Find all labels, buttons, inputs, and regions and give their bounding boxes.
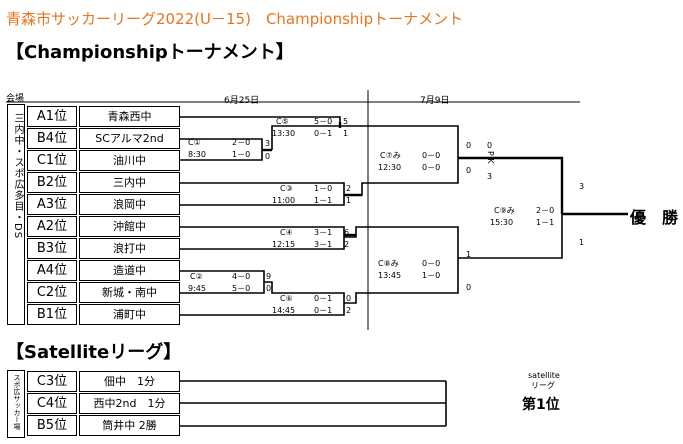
team-rank: A4位: [27, 260, 77, 281]
match-name: C⑦み: [380, 151, 401, 160]
match-score: 0－0: [422, 163, 441, 172]
match-score: 0－1: [314, 294, 333, 303]
team-name: 浦町中: [79, 304, 180, 325]
match-result: 3: [265, 139, 271, 148]
match-score: 1－0: [422, 271, 441, 280]
match-result: 2: [346, 184, 352, 193]
match-time: 14:45: [272, 306, 296, 315]
team-rank: A2位: [27, 216, 77, 237]
team-rank: B3位: [27, 238, 77, 259]
match-result: 0: [466, 166, 472, 175]
match-score: 0－1: [314, 306, 333, 315]
match-time: 9:45: [188, 284, 206, 293]
match-time: 13:30: [272, 129, 296, 138]
match-result: 2: [344, 240, 350, 249]
match-score: 3－1: [314, 228, 333, 237]
match-name: C⑧み: [378, 259, 399, 268]
satellite-venue-box: スポ広サッカー場: [7, 370, 25, 438]
satellite-team: 西中2nd 1分: [79, 393, 180, 414]
team-rank: B4位: [27, 128, 77, 149]
team-rank: A1位: [27, 106, 77, 127]
match-result: 9: [266, 272, 272, 281]
match-score: 1－0: [314, 184, 333, 193]
venue-label: 会場: [6, 94, 25, 104]
match-result: 5: [343, 117, 349, 126]
satellite-label: リーグ: [531, 381, 555, 390]
match-time: 11:00: [272, 196, 296, 205]
satellite-rank: B5位: [27, 415, 77, 436]
team-name: 沖館中: [79, 216, 180, 237]
match-result: 0: [346, 294, 352, 303]
match-result: 2: [346, 306, 352, 315]
team-name: 油川中: [79, 150, 180, 171]
match-time: 12:30: [378, 163, 402, 172]
winner-label: 優 勝: [630, 208, 679, 227]
match-name: C②: [190, 272, 203, 281]
satellite-venue-name: スポ広サッカー場: [13, 374, 21, 430]
team-rank: C1位: [27, 150, 77, 171]
match-result: 1: [343, 129, 349, 138]
match-score: 5－0: [314, 117, 333, 126]
match-time: 13:45: [378, 271, 402, 280]
team-rank: C2位: [27, 282, 77, 303]
satellite-team: 筒井中 2勝: [79, 415, 180, 436]
team-name: SCアルマ2nd: [79, 128, 180, 149]
match-score: 0－0: [422, 151, 441, 160]
match-result: 0: [265, 152, 271, 161]
match-score: 1－0: [232, 150, 251, 159]
team-name: 造道中: [79, 260, 180, 281]
satellite-rank: C4位: [27, 393, 77, 414]
pk-label: P K: [486, 151, 495, 164]
satellite-label: satellite: [528, 371, 560, 380]
match-time: 8:30: [188, 150, 206, 159]
match-time: 15:30: [490, 218, 514, 227]
satellite-team: 佃中 1分: [79, 371, 180, 392]
match-name: C③: [280, 184, 293, 193]
satellite-heading: 【Satelliteリーグ】: [6, 342, 182, 363]
date-label-1: 6月25日: [224, 96, 260, 106]
date-label-2: 7月9日: [420, 96, 450, 106]
team-name: 三内中: [79, 172, 180, 193]
match-name: C⑨み: [494, 206, 515, 215]
match-result: 0: [466, 283, 472, 292]
match-result: 0: [266, 284, 272, 293]
match-result: 3: [579, 182, 585, 191]
match-result: 1: [346, 196, 352, 205]
team-name: 新城・南中: [79, 282, 180, 303]
match-name: C⑥: [280, 294, 293, 303]
match-score: 0－1: [314, 129, 333, 138]
page-title: 青森市サッカーリーグ2022(U－15) Championshipトーナメント: [6, 10, 464, 28]
match-name: C①: [188, 138, 201, 147]
satellite-rank: C3位: [27, 371, 77, 392]
match-name: C④: [280, 228, 293, 237]
pk-result: 3: [487, 172, 493, 181]
championship-heading: 【Championshipトーナメント】: [6, 42, 294, 63]
team-name: 浪打中: [79, 238, 180, 259]
match-score: 5－0: [232, 284, 251, 293]
satellite-first-place: 第1位: [522, 397, 560, 413]
pk-result: 0: [487, 141, 493, 150]
match-name: C⑤: [276, 117, 289, 126]
match-score: 4－0: [232, 272, 251, 281]
team-name: 浪岡中: [79, 194, 180, 215]
team-rank: A3位: [27, 194, 77, 215]
venue-name: 三内中・スポ広多目・DS: [12, 113, 23, 240]
match-score: 2－0: [232, 138, 251, 147]
match-score: 3－1: [314, 240, 333, 249]
match-result: 0: [466, 141, 472, 150]
match-time: 12:15: [272, 240, 296, 249]
match-result: 1: [466, 250, 472, 259]
match-result: 1: [579, 238, 585, 247]
match-score: 1－1: [314, 196, 333, 205]
venue-box: 三内中・スポ広多目・DS: [7, 104, 25, 325]
match-score: 0－0: [422, 259, 441, 268]
team-rank: B2位: [27, 172, 77, 193]
team-rank: B1位: [27, 304, 77, 325]
match-result: 6: [344, 228, 350, 237]
match-score: 2－0: [536, 206, 555, 215]
team-name: 青森西中: [79, 106, 180, 127]
match-score: 1－1: [536, 218, 555, 227]
